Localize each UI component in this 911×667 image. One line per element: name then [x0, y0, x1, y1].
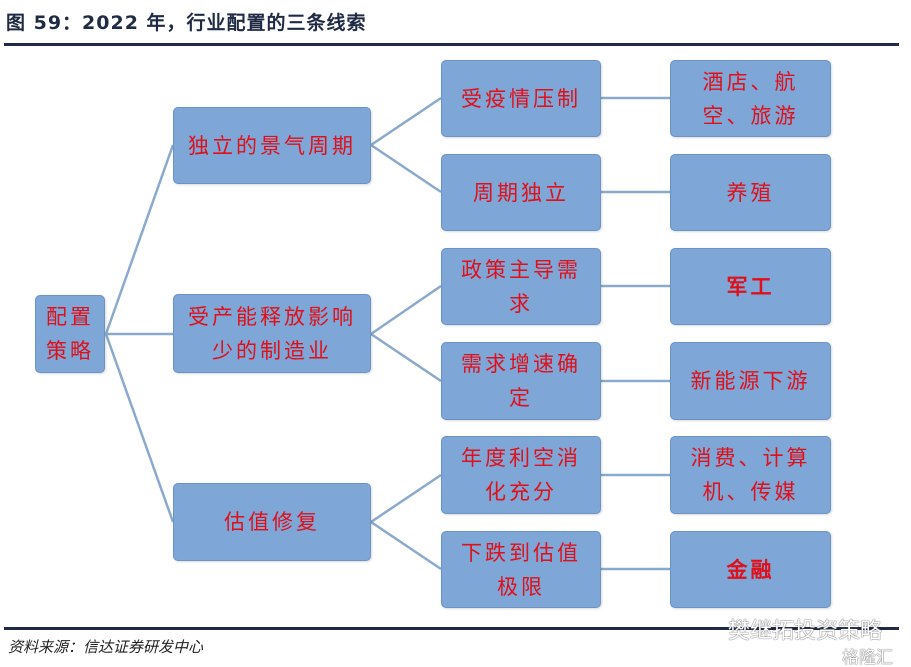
level1-node: 独立的景气周期	[173, 107, 371, 184]
level3-node: 新能源下游	[670, 342, 831, 420]
level2-node: 政策主导需求	[441, 248, 601, 325]
connector	[370, 520, 442, 571]
level3-node: 养殖	[670, 154, 831, 231]
level2-node: 周期独立	[441, 154, 601, 231]
level3-node: 军工	[670, 248, 831, 325]
level3-node: 酒店、航空、旅游	[670, 60, 831, 137]
connector	[104, 333, 175, 523]
level3-node: 消费、计算机、传媒	[670, 436, 831, 514]
source-note: 资料来源：信达证券研发中心	[8, 638, 204, 656]
figure-title: 图 59：2022 年，行业配置的三条线索	[6, 12, 367, 34]
connector	[370, 332, 442, 383]
connector	[370, 284, 442, 336]
level1-node: 估值修复	[173, 483, 371, 561]
watermark-logo: 格隆汇	[842, 648, 893, 667]
level2-node: 需求增速确定	[441, 342, 601, 420]
connector	[104, 144, 175, 335]
level1-node: 受产能释放影响少的制造业	[173, 294, 371, 373]
level2-node: 下跌到估值极限	[441, 531, 601, 608]
level2-node: 受疫情压制	[441, 60, 601, 137]
root-node: 配置策略	[35, 295, 105, 373]
level3-node: 金融	[670, 531, 831, 608]
connector	[370, 143, 442, 194]
connector	[370, 473, 442, 524]
watermark: 樊继拓投资策略	[728, 619, 883, 644]
bottom-divider	[4, 627, 899, 630]
connector	[370, 96, 442, 147]
top-divider	[4, 43, 899, 46]
level2-node: 年度利空消化充分	[441, 436, 601, 514]
